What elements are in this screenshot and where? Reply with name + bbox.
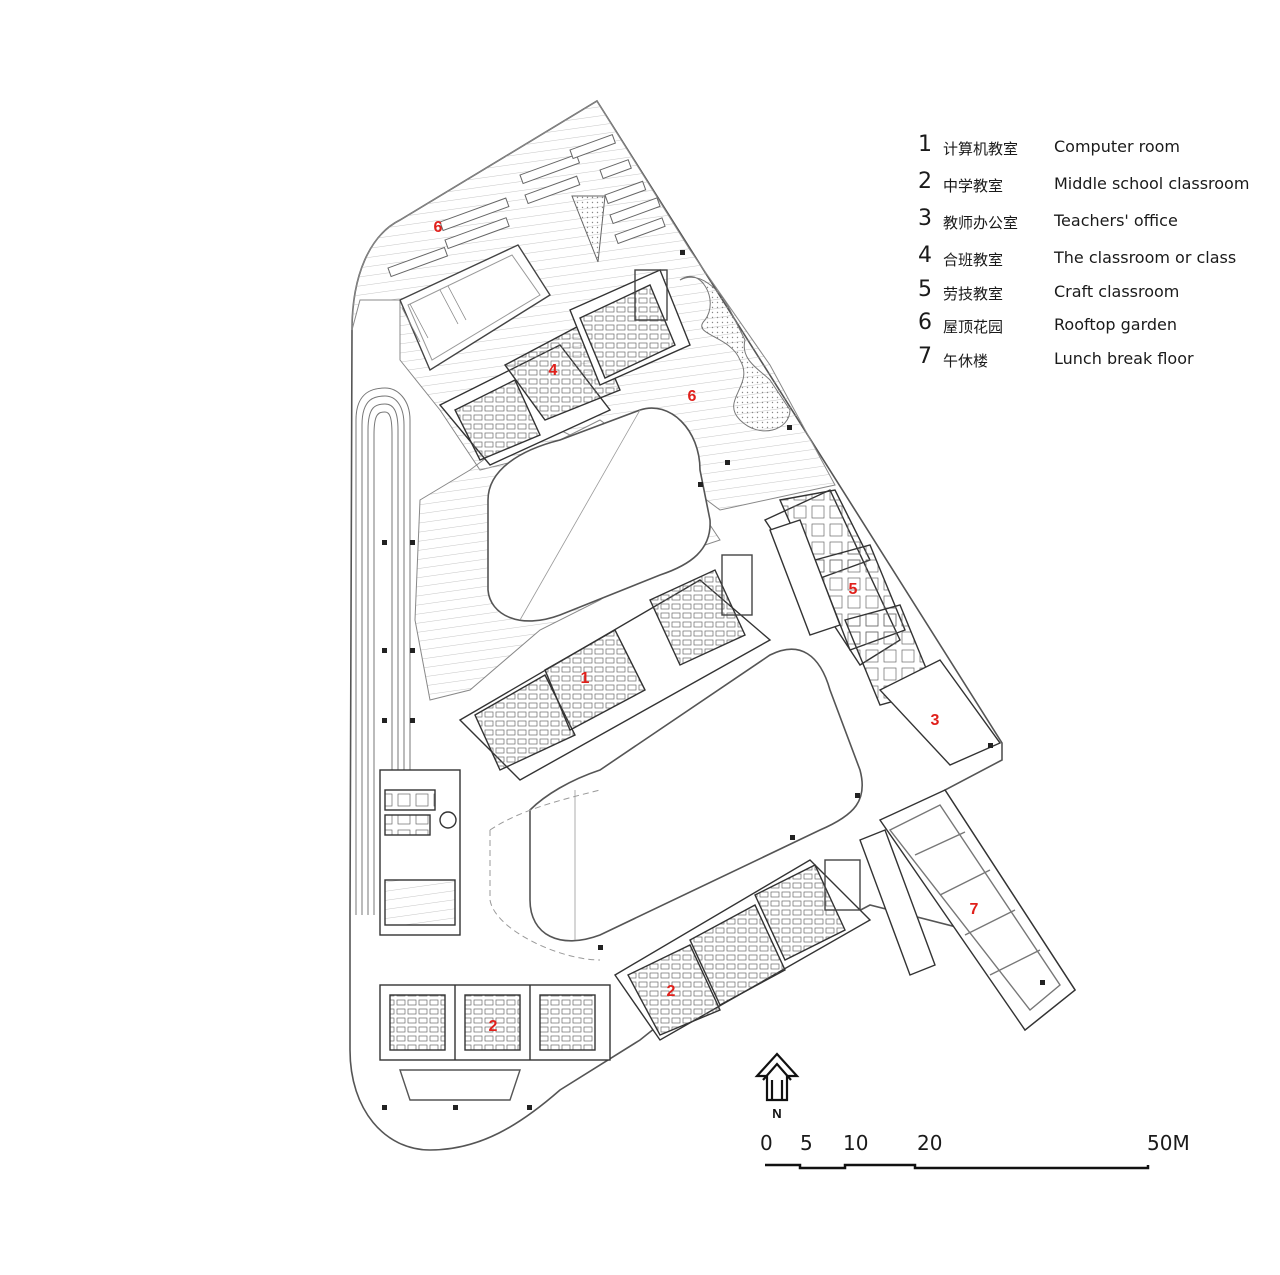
plan-label-7: 7 (970, 901, 979, 918)
scale-bar (765, 1163, 1150, 1170)
legend-number: 3 (918, 206, 932, 231)
plan-label-6-east: 6 (688, 388, 697, 405)
plan-label-3: 3 (931, 712, 940, 729)
scale-label-0: 0 (760, 1131, 773, 1155)
wing-4-classrooms (438, 269, 691, 466)
plan-room-labels: 6 4 6 5 1 3 7 2 2 (434, 219, 979, 1035)
service-core (379, 769, 461, 936)
columns (382, 250, 1045, 1110)
running-track (355, 387, 411, 915)
legend-number: 7 (918, 344, 932, 369)
legend-en-label: Computer room (1054, 137, 1181, 156)
garden-triangle (571, 195, 606, 263)
legend-cn-label: 合班教室 (943, 251, 1004, 269)
legend-cn-label: 屋顶花园 (943, 318, 1004, 336)
courtyard-north (487, 407, 711, 622)
garden-path-organic (679, 275, 791, 432)
courtyard-south (529, 648, 864, 942)
lightwell-north (399, 244, 551, 372)
legend-en-label: Teachers' office (1054, 211, 1178, 230)
plan-label-6-north: 6 (434, 219, 443, 236)
planters (387, 133, 666, 278)
scale-label-5: 5 (800, 1131, 813, 1155)
legend-cn-label: 中学教室 (943, 177, 1004, 195)
legend-number: 1 (918, 132, 932, 157)
legend-cn-label: 劳技教室 (943, 285, 1004, 303)
plan-label-1: 1 (581, 670, 590, 687)
plan-label-2-south: 2 (489, 1018, 498, 1035)
wing-5-classrooms (763, 489, 1002, 766)
scale-label-10: 10 (843, 1131, 869, 1155)
legend-en-label: Craft classroom (1054, 282, 1180, 301)
plan-label-5: 5 (849, 581, 858, 598)
legend-en-label: Middle school classroom (1054, 174, 1250, 193)
legend-cn-label: 教师办公室 (943, 214, 1019, 232)
north-label: N (772, 1106, 781, 1121)
legend-en-label: Lunch break floor (1054, 349, 1194, 368)
legend-en-label: The classroom or class (1054, 248, 1237, 267)
legend-number: 2 (918, 169, 932, 194)
wing-1-classrooms (458, 554, 772, 781)
wing-2-east-classrooms (613, 859, 872, 1041)
plan-label-4: 4 (549, 362, 558, 379)
north-arrow (754, 1052, 800, 1102)
wing-2-south-classrooms (379, 984, 611, 1101)
legend-number: 6 (918, 310, 932, 335)
legend-number: 5 (918, 277, 932, 302)
plan-label-2-east: 2 (667, 983, 676, 1000)
legend-cn-label: 计算机教室 (943, 140, 1019, 158)
wing-7-lunch (859, 789, 1076, 1032)
scale-label-20: 20 (917, 1131, 943, 1155)
legend-number: 4 (918, 243, 932, 268)
legend-cn-label: 午休楼 (943, 352, 989, 370)
legend-en-label: Rooftop garden (1054, 315, 1178, 334)
scale-label-50m: 50M (1147, 1131, 1190, 1155)
